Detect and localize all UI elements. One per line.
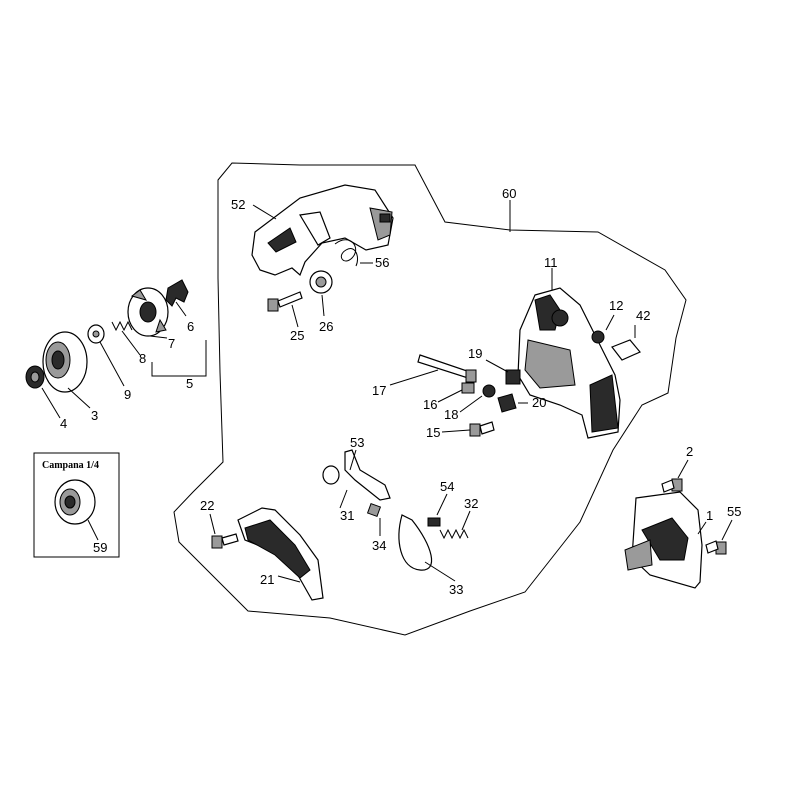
callout-31: 31 xyxy=(340,508,354,523)
callout-15: 15 xyxy=(426,425,440,440)
spring-holder-54 xyxy=(427,517,441,527)
callout-34: 34 xyxy=(372,538,386,553)
clutch-tool-6 xyxy=(165,279,189,307)
assembly-60-outline xyxy=(173,162,687,636)
callout-52: 52 xyxy=(231,197,245,212)
adjuster-19 xyxy=(505,369,521,385)
leader-lines xyxy=(41,200,733,583)
clutch-shoes-7 xyxy=(127,287,169,337)
front-handle-21 xyxy=(237,507,324,601)
callout-56: 56 xyxy=(375,255,389,270)
callout-55: 55 xyxy=(727,504,741,519)
callout-5: 5 xyxy=(186,376,193,391)
chain-catcher-cover-1 xyxy=(624,491,703,589)
callout-16: 16 xyxy=(423,397,437,412)
callout-42: 42 xyxy=(636,308,650,323)
bushing-26 xyxy=(309,270,333,294)
chain-brake-lever-52 xyxy=(251,184,394,277)
callout-54: 54 xyxy=(440,479,454,494)
clutch-drum-59 xyxy=(54,479,96,525)
inset-title: Campana 1/4 xyxy=(42,460,99,471)
clutch-spring-8 xyxy=(111,320,133,332)
callout-7: 7 xyxy=(168,336,175,351)
callout-59: 59 xyxy=(93,540,107,555)
nut-12 xyxy=(591,330,605,344)
callout-32: 32 xyxy=(464,496,478,511)
callout-22: 22 xyxy=(200,498,214,513)
clutch-drum-3 xyxy=(42,331,88,393)
callout-21: 21 xyxy=(260,572,274,587)
callout-17: 17 xyxy=(372,383,386,398)
washer-9 xyxy=(87,324,105,344)
label-42 xyxy=(611,339,641,361)
callout-12: 12 xyxy=(609,298,623,313)
screw-22 xyxy=(211,533,239,549)
washer-18 xyxy=(482,384,496,398)
callout-2: 2 xyxy=(686,444,693,459)
screw-55 xyxy=(705,540,727,555)
callout-11: 11 xyxy=(544,255,558,270)
tensioner-screw-17 xyxy=(417,354,477,383)
callout-4: 4 xyxy=(60,416,67,431)
screw-25 xyxy=(267,291,303,312)
brake-lever-53 xyxy=(344,449,391,501)
screw-2 xyxy=(661,478,683,493)
tensioner-block-20 xyxy=(497,393,517,413)
callout-6: 6 xyxy=(187,319,194,334)
brake-spring-32 xyxy=(439,528,469,540)
callout-19: 19 xyxy=(468,346,482,361)
sprocket-cover-11 xyxy=(517,287,621,439)
callout-60: 60 xyxy=(502,186,516,201)
callout-26: 26 xyxy=(319,319,333,334)
callout-18: 18 xyxy=(444,407,458,422)
screw-15 xyxy=(469,421,495,437)
needle-bearing-4 xyxy=(25,365,45,389)
callout-8: 8 xyxy=(139,351,146,366)
brake-band-33 xyxy=(398,514,433,571)
spring-56 xyxy=(334,239,359,267)
inset-campana: Campana 1/4 59 xyxy=(33,452,120,558)
callout-1: 1 xyxy=(706,508,713,523)
callout-53: 53 xyxy=(350,435,364,450)
tensioner-pin-16 xyxy=(461,382,475,394)
callout-3: 3 xyxy=(91,408,98,423)
callout-33: 33 xyxy=(449,582,463,597)
callout-20: 20 xyxy=(532,395,546,410)
bush-31 xyxy=(322,465,340,485)
pin-34 xyxy=(366,502,382,518)
callout-9: 9 xyxy=(124,387,131,402)
callout-25: 25 xyxy=(290,328,304,343)
